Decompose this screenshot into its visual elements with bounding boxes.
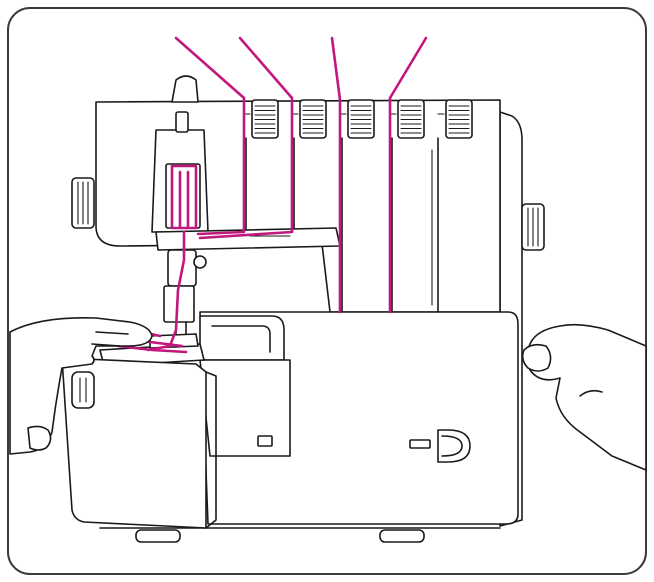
handwheel-left <box>72 178 94 228</box>
handwheel-right <box>522 204 544 250</box>
top-thread-guide <box>172 76 198 102</box>
machine-feet <box>100 528 500 542</box>
door-knob <box>72 372 94 408</box>
right-hand <box>523 325 646 470</box>
cover-latch <box>258 436 272 446</box>
right-thumb <box>523 345 551 371</box>
looper-cover-top <box>200 316 284 360</box>
left-thumb <box>28 426 51 450</box>
serger-machine <box>62 76 544 542</box>
presser-bar-top <box>176 112 188 132</box>
